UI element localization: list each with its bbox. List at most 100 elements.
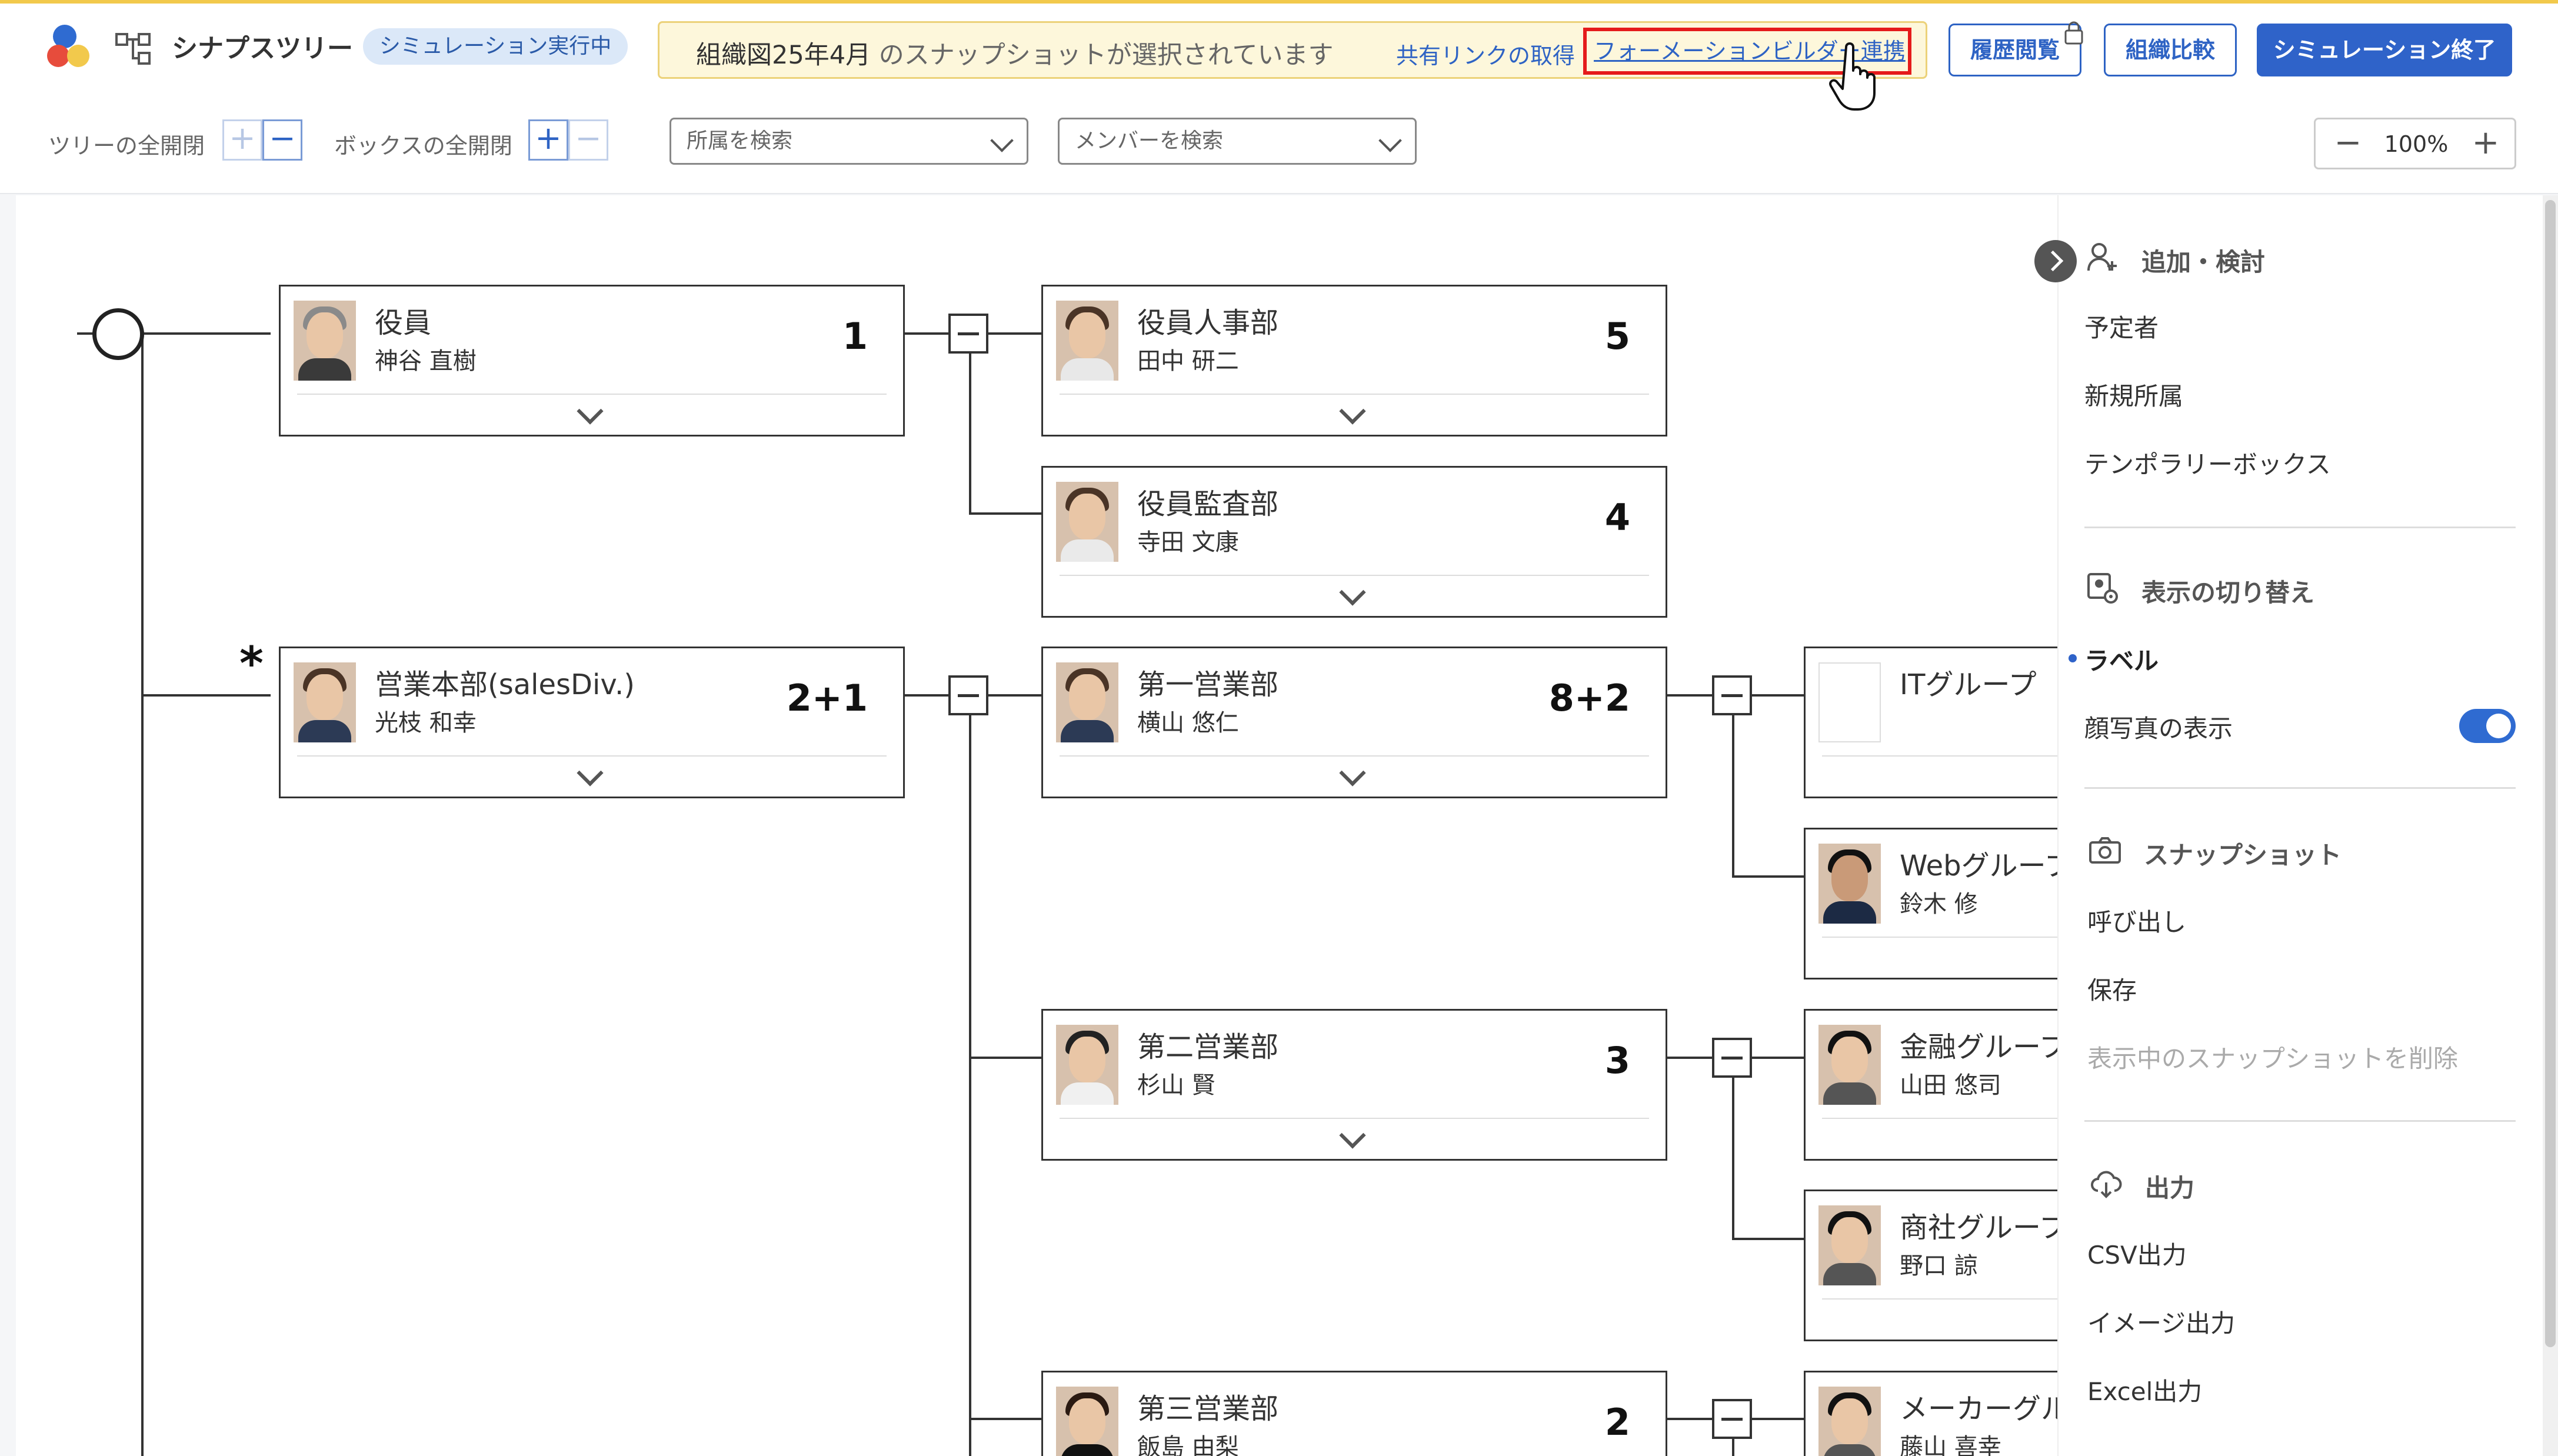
add-user-icon [2087, 243, 2117, 271]
tree-structure-icon [115, 33, 151, 65]
department-search-placeholder: 所属を検索 [687, 129, 793, 153]
org-compare-button-label: 組織比較 [2125, 37, 2215, 63]
end-simulation-button[interactable]: シミュレーション終了 [2257, 24, 2512, 76]
box-dept-name: Webグループ [1900, 849, 2057, 882]
chevron-down-icon[interactable] [577, 398, 604, 425]
zoom-in-button[interactable]: + [2472, 124, 2500, 162]
member-search-select[interactable]: メンバーを検索 [1058, 118, 1417, 165]
box-member-count: 1 [842, 315, 868, 358]
org-chart-canvas[interactable]: * 役員 神谷 直樹 1 営業本部(salesDiv.) 光枝 和幸 2+1 役… [16, 195, 2057, 1456]
chevron-down-icon[interactable] [1339, 579, 1366, 606]
avatar [1056, 1387, 1118, 1456]
org-box-it-group[interactable]: ITグループ [1804, 647, 2057, 798]
department-search-select[interactable]: 所属を検索 [670, 118, 1028, 165]
excel-export[interactable]: Excel出力 [2087, 1377, 2203, 1406]
add-new-department[interactable]: 新規所属 [2084, 382, 2184, 411]
box-manager-name: 飯島 由梨 [1137, 1434, 1239, 1456]
snapshot-load[interactable]: 呼び出し [2087, 908, 2187, 937]
add-planned-person[interactable]: 予定者 [2084, 314, 2159, 342]
tree-expand-label: ツリーの全開閉 [48, 133, 205, 159]
simulation-status-badge: シミュレーション実行中 [363, 28, 628, 65]
side-panel [2057, 195, 2558, 1456]
connector-line [969, 332, 971, 514]
box-dept-name: 第二営業部 [1137, 1031, 1279, 1064]
org-box-executives[interactable]: 役員 神谷 直樹 1 [279, 285, 905, 437]
divider [2084, 1120, 2516, 1122]
photo-display-toggle[interactable] [2459, 709, 2516, 743]
collapse-toggle[interactable] [1712, 1038, 1752, 1078]
snapshot-name: 組織図25年4月 [696, 41, 871, 70]
tree-expand-all-button[interactable]: + [222, 119, 262, 161]
box-manager-name: 鈴木 修 [1900, 891, 1978, 918]
box-dept-name: 商社グループ [1900, 1211, 2057, 1244]
snapshot-section-title: スナップショット [2144, 841, 2342, 869]
box-dept-name: 営業本部(salesDiv.) [375, 668, 635, 701]
cloud-download-icon [2091, 1171, 2122, 1198]
chevron-down-icon[interactable] [1339, 1122, 1366, 1149]
panel-scrollbar[interactable] [2543, 195, 2558, 1456]
box-dept-name: 第三営業部 [1137, 1392, 1279, 1425]
collapse-toggle[interactable] [1712, 1399, 1752, 1439]
panel-collapse-button[interactable] [2034, 240, 2077, 282]
divider [1822, 937, 2057, 938]
chevron-down-icon [990, 129, 1014, 152]
collapse-toggle[interactable] [1712, 675, 1752, 715]
history-button[interactable]: 履歴閲覧 [1949, 24, 2081, 76]
hand-cursor-icon [1829, 42, 1876, 111]
label-option[interactable]: ラベル [2084, 647, 2159, 675]
org-box-exec-hr[interactable]: 役員人事部 田中 研二 5 [1041, 285, 1667, 437]
zoom-out-button[interactable]: − [2334, 124, 2362, 162]
snapshot-message: のスナップショットが選択されています [878, 41, 1334, 70]
csv-export[interactable]: CSV出力 [2087, 1241, 2187, 1270]
chevron-down-icon[interactable] [1339, 759, 1366, 787]
divider [1060, 755, 1649, 757]
image-export[interactable]: イメージ出力 [2087, 1309, 2236, 1338]
scrollbar-thumb[interactable] [2545, 200, 2556, 1347]
org-box-trading-group[interactable]: 商社グループ 野口 諒 [1804, 1190, 2057, 1341]
org-box-sales-1[interactable]: 第一営業部 横山 悠仁 8+2 [1041, 647, 1667, 798]
root-node[interactable] [92, 308, 144, 360]
org-box-sales-div[interactable]: 営業本部(salesDiv.) 光枝 和幸 2+1 [279, 647, 905, 798]
avatar [1056, 301, 1118, 381]
box-member-count: 4 [1604, 496, 1630, 539]
box-dept-name: 役員人事部 [1137, 306, 1279, 339]
connector-line [1732, 1057, 1734, 1239]
history-button-label: 履歴閲覧 [1970, 37, 2060, 63]
box-manager-name: 寺田 文康 [1137, 529, 1239, 556]
snapshot-delete[interactable]: 表示中のスナップショットを削除 [2087, 1044, 2459, 1073]
divider [1060, 575, 1649, 576]
org-box-sales-3[interactable]: 第三営業部 飯島 由梨 2 [1041, 1371, 1667, 1456]
avatar [294, 301, 356, 381]
box-collapse-all-button[interactable]: − [568, 119, 608, 161]
box-manager-name: 杉山 賢 [1137, 1072, 1215, 1099]
avatar [1818, 1025, 1881, 1105]
org-box-maker-group[interactable]: メーカーグループ 藤山 喜幸 [1804, 1371, 2057, 1456]
collapse-toggle[interactable] [948, 314, 988, 354]
photo-toggle-label: 顔写真の表示 [2084, 714, 2233, 743]
org-box-sales-2[interactable]: 第二営業部 杉山 賢 3 [1041, 1009, 1667, 1161]
box-manager-name: 横山 悠仁 [1137, 709, 1239, 737]
box-expand-all-button[interactable]: + [528, 119, 568, 161]
divider [1060, 394, 1649, 395]
add-temporary-box[interactable]: テンポラリーボックス [2084, 450, 2331, 479]
tree-collapse-all-button[interactable]: − [262, 119, 302, 161]
org-box-finance-group[interactable]: 金融グループ 山田 悠司 [1804, 1009, 2057, 1161]
box-member-count: 3 [1604, 1039, 1630, 1082]
toolbar: ツリーの全開閉 + − ボックスの全開閉 + − 所属を検索 メンバーを検索 [0, 91, 2558, 194]
share-link[interactable]: 共有リンクの取得 [1396, 43, 1576, 69]
org-box-exec-audit[interactable]: 役員監査部 寺田 文康 4 [1041, 466, 1667, 618]
divider [2084, 787, 2516, 789]
box-dept-name: 役員 [375, 306, 432, 339]
box-manager-name: 光枝 和幸 [375, 709, 477, 737]
box-manager-name: 田中 研二 [1137, 348, 1239, 375]
box-expand-label: ボックスの全開閉 [334, 133, 512, 159]
avatar [1056, 482, 1118, 562]
org-compare-button[interactable]: 組織比較 [2104, 24, 2237, 76]
chevron-down-icon[interactable] [1339, 398, 1366, 425]
org-box-web-group[interactable]: Webグループ 鈴木 修 [1804, 828, 2057, 979]
connector-line [969, 1057, 1045, 1059]
snapshot-save[interactable]: 保存 [2087, 976, 2137, 1005]
collapse-toggle[interactable] [948, 675, 988, 715]
box-manager-name: 山田 悠司 [1900, 1072, 2001, 1099]
chevron-down-icon[interactable] [577, 759, 604, 787]
